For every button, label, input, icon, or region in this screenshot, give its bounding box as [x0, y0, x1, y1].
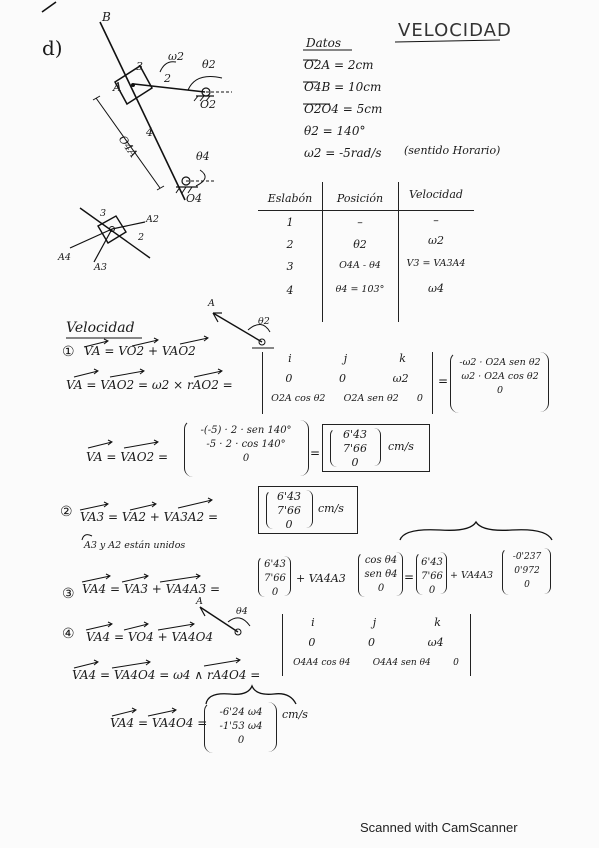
datos-line: θ2 = 140°	[304, 124, 366, 138]
datos-note: (sentido Horario)	[404, 144, 501, 157]
eq1b: VA = VAO2 = ω2 × rAO2 =	[66, 378, 233, 392]
val2: 6'43 7'66 0	[276, 490, 302, 531]
table-header: Velocidad	[409, 188, 463, 201]
point-o2-label: O2	[200, 98, 217, 111]
theta2-label: θ2	[202, 58, 216, 71]
eq3-mid: + VA4A3	[296, 572, 346, 585]
small-a4-label: A4	[58, 252, 71, 263]
sketch-a-label: A	[208, 298, 215, 309]
eq3: VA4 = VA3 + VA4A3 =	[82, 582, 220, 596]
datos-line: O2O4 = 5cm	[304, 102, 383, 116]
link-table: Eslabón Posición Velocidad 1 – – 2 θ2 ω2…	[258, 182, 474, 322]
eq2: VA3 = VA2 + VA3A2 =	[80, 510, 218, 524]
slider-block	[114, 64, 153, 106]
table-cell: ω4	[428, 282, 444, 295]
note2: A3 y A2 están unidos	[84, 540, 186, 551]
unit2: cm/s	[318, 502, 344, 515]
small-a2-label: A2	[146, 214, 159, 225]
eq1-label: ①	[62, 344, 75, 360]
sketch4-a-label: A	[196, 596, 203, 607]
table-cell: –	[433, 214, 439, 227]
sketch-theta2-label: θ2	[258, 316, 270, 327]
omega2-label: ω2	[168, 50, 184, 63]
table-cell: O4A - θ4	[339, 260, 381, 271]
point-a-label: A	[113, 80, 122, 94]
eq1c: VA = VAO2 =	[86, 450, 169, 464]
datos-line: ω2 = -5rad/s	[304, 146, 382, 160]
datos-heading: Datos	[306, 36, 341, 50]
small-2-label: 2	[138, 232, 145, 243]
bar-o4b	[99, 21, 186, 201]
link-2-label: 2	[164, 72, 171, 85]
result1: -ω2 · O2A sen θ2 ω2 · O2A cos θ2 0	[459, 357, 541, 396]
result-box-1	[322, 424, 430, 472]
table-cell: θ2	[353, 238, 367, 251]
part-label: d)	[42, 36, 63, 60]
vec3b: -0'237 0'972 0	[512, 552, 542, 590]
velocidad-heading: Velocidad	[66, 320, 135, 336]
table-cell: 4	[286, 284, 294, 297]
link-3-label: 3	[136, 60, 143, 73]
eq1: VA = VO2 + VAO2	[84, 344, 196, 358]
table-cell: –	[357, 216, 363, 229]
eq2-label: ②	[60, 504, 73, 520]
small-3-label: 3	[100, 208, 107, 219]
eq4b: VA4 = VA4O4 = ω4 ∧ rA4O4 =	[72, 668, 261, 682]
table-cell: 2	[286, 238, 294, 251]
eq3-label: ③	[62, 586, 75, 602]
table-cell: ω2	[428, 234, 444, 247]
scanner-watermark: Scanned with CamScanner	[360, 820, 518, 835]
val5: -6'24 ω4 -1'53 ω4 0	[219, 707, 263, 746]
result-box-2	[258, 486, 358, 534]
datos-line: O2A = 2cm	[304, 58, 374, 72]
table-cell: V3 = VA3A4	[406, 258, 466, 269]
link-4-label: 4	[146, 126, 153, 139]
vec3: cos θ4 sen θ4 0	[364, 555, 398, 594]
theta4-label: θ4	[196, 150, 210, 163]
eq4-label: ④	[62, 626, 75, 642]
sketch4-theta4-label: θ4	[236, 606, 248, 617]
val3a: 6'43 7'66 0	[264, 559, 286, 598]
unit1: cm/s	[388, 440, 414, 453]
table-header: Posición	[336, 192, 384, 205]
table-header: Eslabón	[267, 192, 313, 205]
num1: -(-5) · 2 · sen 140° -5 · 2 · cos 140° 0	[200, 425, 292, 464]
eq4: VA4 = VO4 + VA4O4	[86, 630, 214, 644]
table-cell: 1	[286, 216, 294, 229]
val1: 6'43 7'66 0	[342, 428, 368, 469]
eq3-mid2: + VA4A3	[450, 570, 494, 581]
table-cell: 3	[286, 260, 294, 273]
eq5: VA4 = VA4O4 =	[110, 716, 208, 730]
point-b-label: B	[102, 10, 111, 24]
unit5: cm/s	[282, 708, 308, 721]
point-o4-label: O4	[186, 192, 203, 205]
page-title: VELOCIDAD	[398, 20, 512, 41]
small-a3-label: A3	[94, 262, 107, 273]
crank-o2a	[133, 83, 206, 93]
table-cell: θ4 = 103°	[335, 284, 385, 295]
val3b: 6'43 7'66 0	[421, 557, 443, 596]
datos-line: O4B = 10cm	[304, 80, 382, 94]
